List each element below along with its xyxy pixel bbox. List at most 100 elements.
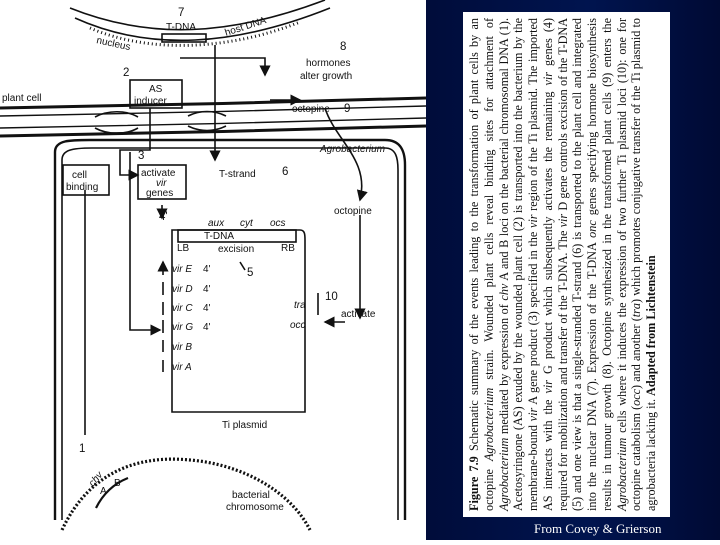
contact-site-2 bbox=[94, 127, 139, 135]
vir-g-activate-arrow bbox=[129, 152, 162, 336]
caption-italic: vir bbox=[540, 379, 555, 394]
tra-label: tra bbox=[294, 300, 306, 311]
caption-italic: occ bbox=[629, 388, 644, 406]
cyt-label: cyt bbox=[240, 218, 254, 229]
step-2: 2 bbox=[123, 67, 129, 79]
excision-label: excision bbox=[218, 244, 254, 255]
contact-site-3 bbox=[187, 110, 227, 117]
rb-label: RB bbox=[281, 243, 295, 254]
step-1: 1 bbox=[79, 443, 85, 455]
caption-body: ) and another ( bbox=[629, 317, 644, 389]
chv-locus bbox=[95, 476, 129, 509]
as-to-activate-arrow bbox=[119, 108, 151, 181]
vir-gene-note: 4' bbox=[203, 322, 211, 333]
step-4: 4' bbox=[159, 211, 168, 223]
caption-body: Wounded plant cells reveal binding sites… bbox=[481, 18, 496, 342]
occ-label: occ bbox=[290, 320, 306, 331]
octopine-top-label: octopine bbox=[292, 104, 330, 115]
nucleus-label: nucleus bbox=[95, 35, 131, 53]
bacterial-wall-inner bbox=[0, 124, 427, 138]
caption-body: A gene product (3) specified in the bbox=[526, 231, 540, 405]
lb-label: LB bbox=[177, 243, 190, 254]
chromosome-label: chromosome bbox=[226, 502, 284, 513]
host-dna-label: host DNA bbox=[224, 15, 268, 39]
inducer-label: inducer bbox=[134, 96, 167, 107]
bacterial-label: bacterial bbox=[232, 490, 270, 501]
nucleus-membrane-outer bbox=[69, 0, 326, 31]
tdna-to-hormones-arrow bbox=[180, 57, 271, 77]
step-8: 8 bbox=[340, 41, 346, 53]
caption-italic: Agrobacterium bbox=[496, 437, 511, 511]
caption-italic: vir bbox=[526, 407, 540, 422]
excision-marker bbox=[239, 261, 246, 271]
nucleus-membrane-inner bbox=[74, 7, 331, 42]
figure-caption: Figure 7.9 Schematic summary of the even… bbox=[463, 12, 670, 517]
agrobacterium-label: Agrobacterium bbox=[319, 144, 385, 155]
vir-gene-name: vir A bbox=[172, 362, 192, 373]
vir-gene-name: vir E bbox=[172, 264, 192, 275]
diagram-svg: 7 2 8 9 3 6 4' 5 10 1 T-DNA host DNA nuc… bbox=[0, 0, 427, 531]
contact-site-1 bbox=[94, 110, 139, 118]
vir-gene-name: vir D bbox=[172, 284, 193, 295]
tdna-plasmid-label: T-DNA bbox=[204, 231, 234, 242]
bacterial-wall-outer bbox=[0, 117, 427, 129]
figure-caption-box: Figure 7.9 Schematic summary of the even… bbox=[463, 12, 670, 517]
vir-label: vir bbox=[156, 178, 167, 189]
activate-vir-box bbox=[137, 164, 187, 200]
ocs-label: ocs bbox=[270, 218, 286, 229]
vir-gene-list: vir E 4' vir D 4' vir C 4' vir G 4' vir … bbox=[172, 264, 211, 373]
caption-italic: Agrobacterium bbox=[614, 437, 629, 511]
chv-a-label: A bbox=[100, 486, 107, 497]
cell-label: cell bbox=[72, 170, 87, 181]
tstrand-label: T-strand bbox=[219, 169, 256, 180]
step-3: 3 bbox=[138, 150, 144, 162]
aux-label: aux bbox=[208, 218, 225, 229]
octopine-mid-label: octopine bbox=[334, 206, 372, 217]
tdna-region-box bbox=[177, 229, 297, 243]
step-9: 9 bbox=[344, 103, 350, 115]
bacterium-wall-right-inner bbox=[61, 147, 399, 520]
plant-cell-wall-outer bbox=[0, 96, 427, 110]
ti-plasmid-outline bbox=[171, 229, 306, 413]
vir-gene-note: 4' bbox=[203, 284, 211, 295]
vir-gene-note: 4' bbox=[203, 303, 211, 314]
source-credit: From Covey & Grierson bbox=[534, 521, 662, 536]
step-10: 10 bbox=[325, 291, 338, 303]
step-7: 7 bbox=[178, 7, 184, 19]
vir-gene-name: vir B bbox=[172, 342, 192, 353]
step-6: 6 bbox=[282, 166, 288, 178]
tdna-integrated-box bbox=[161, 33, 207, 43]
bacterial-chromosome bbox=[60, 457, 312, 531]
as-label: AS bbox=[149, 84, 163, 95]
hormones-label: hormones bbox=[306, 58, 350, 69]
bacterium-wall-right bbox=[53, 138, 407, 520]
host-dna-strand bbox=[89, 20, 301, 47]
step-5: 5 bbox=[247, 267, 253, 279]
chv-b-label: B bbox=[114, 478, 121, 489]
plant-cell-label: plant cell bbox=[2, 93, 41, 104]
binding-label: binding bbox=[66, 182, 98, 193]
caption-italic: vir bbox=[526, 214, 540, 229]
vir-gene-name: vir G bbox=[172, 322, 193, 333]
caption-body: mediated by expression of bbox=[496, 304, 511, 435]
genes-label: genes bbox=[146, 188, 173, 199]
activate-right-label: activate bbox=[341, 309, 376, 320]
alter-growth-label: alter growth bbox=[300, 71, 352, 82]
caption-italic: vir bbox=[555, 213, 570, 228]
caption-italic: vir bbox=[540, 71, 555, 86]
caption-italic: onc bbox=[585, 220, 599, 238]
cell-binding-box bbox=[62, 164, 110, 196]
caption-strain: strain. bbox=[481, 349, 496, 380]
caption-italic: chv bbox=[496, 283, 511, 301]
octopine-in-arrow bbox=[324, 107, 368, 202]
tdna-top-label: T-DNA bbox=[166, 22, 196, 33]
as-inducer-box bbox=[129, 79, 183, 109]
caption-body: G product which subsequently activates t… bbox=[540, 91, 555, 374]
activate-label: activate bbox=[141, 168, 176, 179]
figure-number: Figure 7.9 bbox=[467, 456, 481, 511]
contact-site-4 bbox=[187, 125, 227, 132]
caption-adapted: Adapted from Lichtenstein bbox=[644, 255, 658, 396]
caption-italic-agro: Agrobacterium bbox=[481, 387, 496, 462]
vir-gene-note: 4' bbox=[203, 264, 211, 275]
